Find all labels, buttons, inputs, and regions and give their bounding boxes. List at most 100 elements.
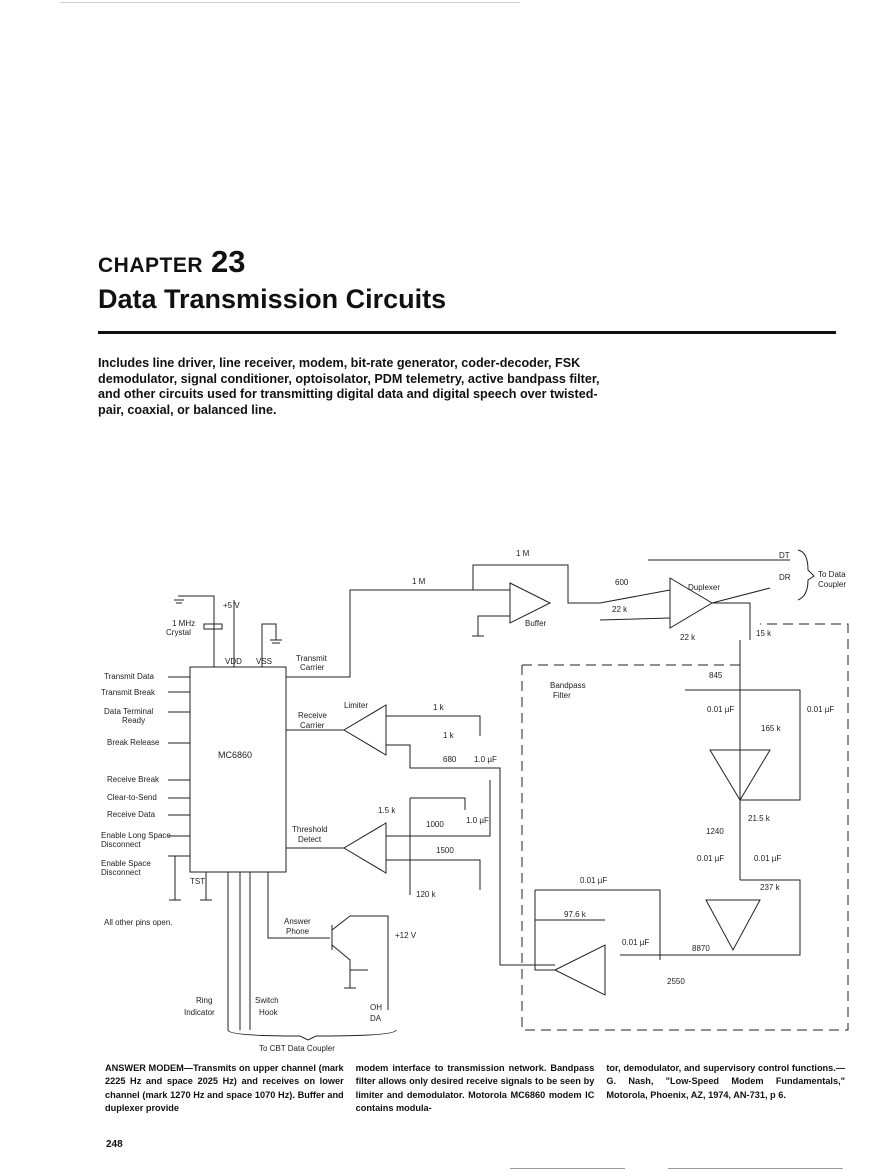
crystal-freq: 1 MHz [172,619,195,628]
plus-12v: +12 V [395,931,417,940]
r-1m-input: 1 M [412,577,426,586]
crystal-label: Crystal [166,628,191,637]
chapter-intro: Includes line driver, line receiver, mod… [98,356,600,417]
r-1k-a: 1 k [433,703,445,712]
c-001-c: 0.01 µF [697,854,724,863]
c-001-b: 0.01 µF [807,705,834,714]
pin-disconnect-2: Disconnect [101,868,141,877]
answer-phone-1: Answer [284,917,311,926]
cbt-brace [227,1029,397,1041]
pin-transmit-break: Transmit Break [101,688,156,697]
pin-break-release: Break Release [107,738,160,747]
receive-carrier-2: Carrier [300,721,325,730]
mc6860-ic [189,666,287,873]
c-10-b: 1.0 µF [466,816,489,825]
threshold-1: Threshold [292,825,328,834]
r-15k-2: 1.5 k [378,806,396,815]
pin-enable-space: Enable Space [101,859,151,868]
c-001-a: 0.01 µF [707,705,734,714]
answer-phone-wires [267,872,389,1010]
threshold-opamp [343,822,387,874]
caption-col-1: ANSWER MODEM—Transmits on upper channel … [105,1063,344,1114]
ic-label: MC6860 [218,750,252,760]
caption-col-2: modem interface to transmission network.… [355,1063,595,1114]
r-2550: 2550 [667,977,685,986]
switch-2: Hook [259,1008,279,1017]
crystal-ground [174,599,184,604]
title-rule [98,331,836,334]
bottom-scan-mark-2 [668,1168,843,1169]
coupler-brace [797,549,815,601]
oh-label: OH [370,1003,382,1012]
r-1500: 1500 [436,846,454,855]
crystal-symbol [203,623,223,630]
to-data-2: Coupler [818,580,846,589]
threshold-2: Detect [298,835,322,844]
transmit-path [286,564,600,678]
transmit-carrier-2: Carrier [300,663,325,672]
pin-receive-break: Receive Break [107,775,160,784]
answer-phone-2: Phone [286,927,310,936]
r-976k: 97.6 k [564,910,587,919]
buffer-label: Buffer [525,619,547,628]
r-215k: 21.5 k [748,814,771,823]
supply-5v: +5 V [223,601,240,610]
bandpass-2: Filter [553,691,571,700]
threshold-wires [286,780,491,895]
pin-ready: Ready [122,716,145,725]
r-1240: 1240 [706,827,724,836]
bandpass-box [521,623,849,1031]
chapter-number: 23 [211,244,246,279]
caption-col-3: tor, demodulator, and supervisory contro… [606,1063,846,1100]
duplexer-opamp [669,577,713,629]
chapter-title: Data Transmission Circuits [98,284,447,314]
crystal-wires [178,595,235,667]
tst-label: TST [190,877,205,886]
filter-wires-3 [534,889,661,971]
dr-label: DR [779,573,791,582]
r-22k-a: 22 k [612,605,628,614]
ring-1: Ring [196,996,212,1005]
r-1000: 1000 [426,820,444,829]
buffer-ground [472,615,510,637]
figure-caption: ANSWER MODEM—Transmits on upper channel … [105,1062,845,1116]
r-15k: 15 k [756,629,772,638]
pin-clear-to-send: Clear-to-Send [107,793,157,802]
chapter-label: CHAPTER 23 [98,244,246,280]
r-120k: 120 k [416,890,437,899]
to-data-1: To Data [818,570,846,579]
filter-wires-1 [685,640,801,880]
duplexer-wires [599,559,790,640]
buffer-opamp [509,582,552,624]
page-number: 248 [106,1139,123,1150]
r-1m-feedback: 1 M [516,549,530,558]
da-label: DA [370,1014,382,1023]
top-scan-mark [60,2,520,3]
c-001-f: 0.01 µF [622,938,649,947]
vss-ground [261,623,282,667]
r-1k-b: 1 k [443,731,455,740]
c-001-e: 0.01 µF [580,876,607,885]
limiter-label: Limiter [344,701,368,710]
other-pins-note: All other pins open. [104,918,173,927]
filter-wires-2 [620,840,801,956]
switch-1: Switch [255,996,279,1005]
limiter-opamp [343,704,387,756]
ring-2: Indicator [184,1008,215,1017]
c-10-a: 1.0 µF [474,755,497,764]
receive-carrier-1: Receive [298,711,327,720]
dt-label: DT [779,551,790,560]
r-8870: 8870 [692,944,710,953]
limiter-wires [286,715,555,966]
r-22k-b: 22 k [680,633,696,642]
bottom-pin-wires [169,856,251,1030]
r-237k: 237 k [760,883,781,892]
filter-opamp-3 [553,944,606,996]
r-165k: 165 k [761,724,782,733]
pin-receive-data: Receive Data [107,810,156,819]
modem-schematic: MC6860 VDD VSS TST Transmit Data Transmi… [101,549,849,1053]
r-845: 845 [709,671,723,680]
chapter-word: CHAPTER [98,254,204,277]
vss-label: VSS [256,657,272,666]
pin-data-terminal: Data Terminal [104,707,153,716]
